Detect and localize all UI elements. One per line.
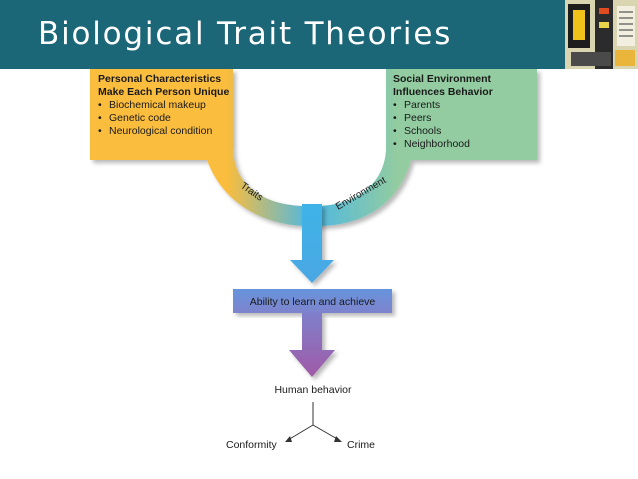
title-bar: Biological Trait Theories [0,0,638,69]
left-item-3: Neurological condition [109,125,212,137]
left-box-heading-line1: Personal Characteristics [98,73,221,85]
right-bullet-3: • [393,125,397,137]
right-bullet-1: • [393,99,397,111]
decorative-corner-image [565,0,638,69]
right-box-heading-line2: Influences Behavior [393,86,493,98]
right-bullet-4: • [393,138,397,150]
social-environment-shape [312,69,537,226]
slide-title: Biological Trait Theories [38,16,453,52]
left-bullet-1: • [98,99,102,111]
ability-box [233,289,392,313]
left-item-1: Biochemical makeup [109,99,206,111]
right-item-4: Neighborhood [404,138,470,150]
human-behavior-arrow [289,313,335,377]
left-bullet-3: • [98,125,102,137]
branch-right-arrowhead [334,436,342,442]
conformity-label: Conformity [226,439,278,451]
personal-characteristics-shape [90,69,310,226]
left-bullet-2: • [98,112,102,124]
right-box-heading-line1: Social Environment [393,73,492,85]
branch-left-arrowhead [285,436,292,442]
crime-label: Crime [347,439,375,451]
left-item-2: Genetic code [109,112,171,124]
right-item-2: Peers [404,112,431,124]
right-item-3: Schools [404,125,441,137]
ability-box-label: Ability to learn and achieve [250,296,376,308]
human-behavior-label: Human behavior [274,384,352,396]
funnel-down-arrow [290,204,334,283]
right-bullet-2: • [393,112,397,124]
right-item-1: Parents [404,99,440,111]
left-box-heading-line2: Make Each Person Unique [98,86,229,98]
branch-right-line [312,424,340,441]
branch-left-line [287,424,314,441]
